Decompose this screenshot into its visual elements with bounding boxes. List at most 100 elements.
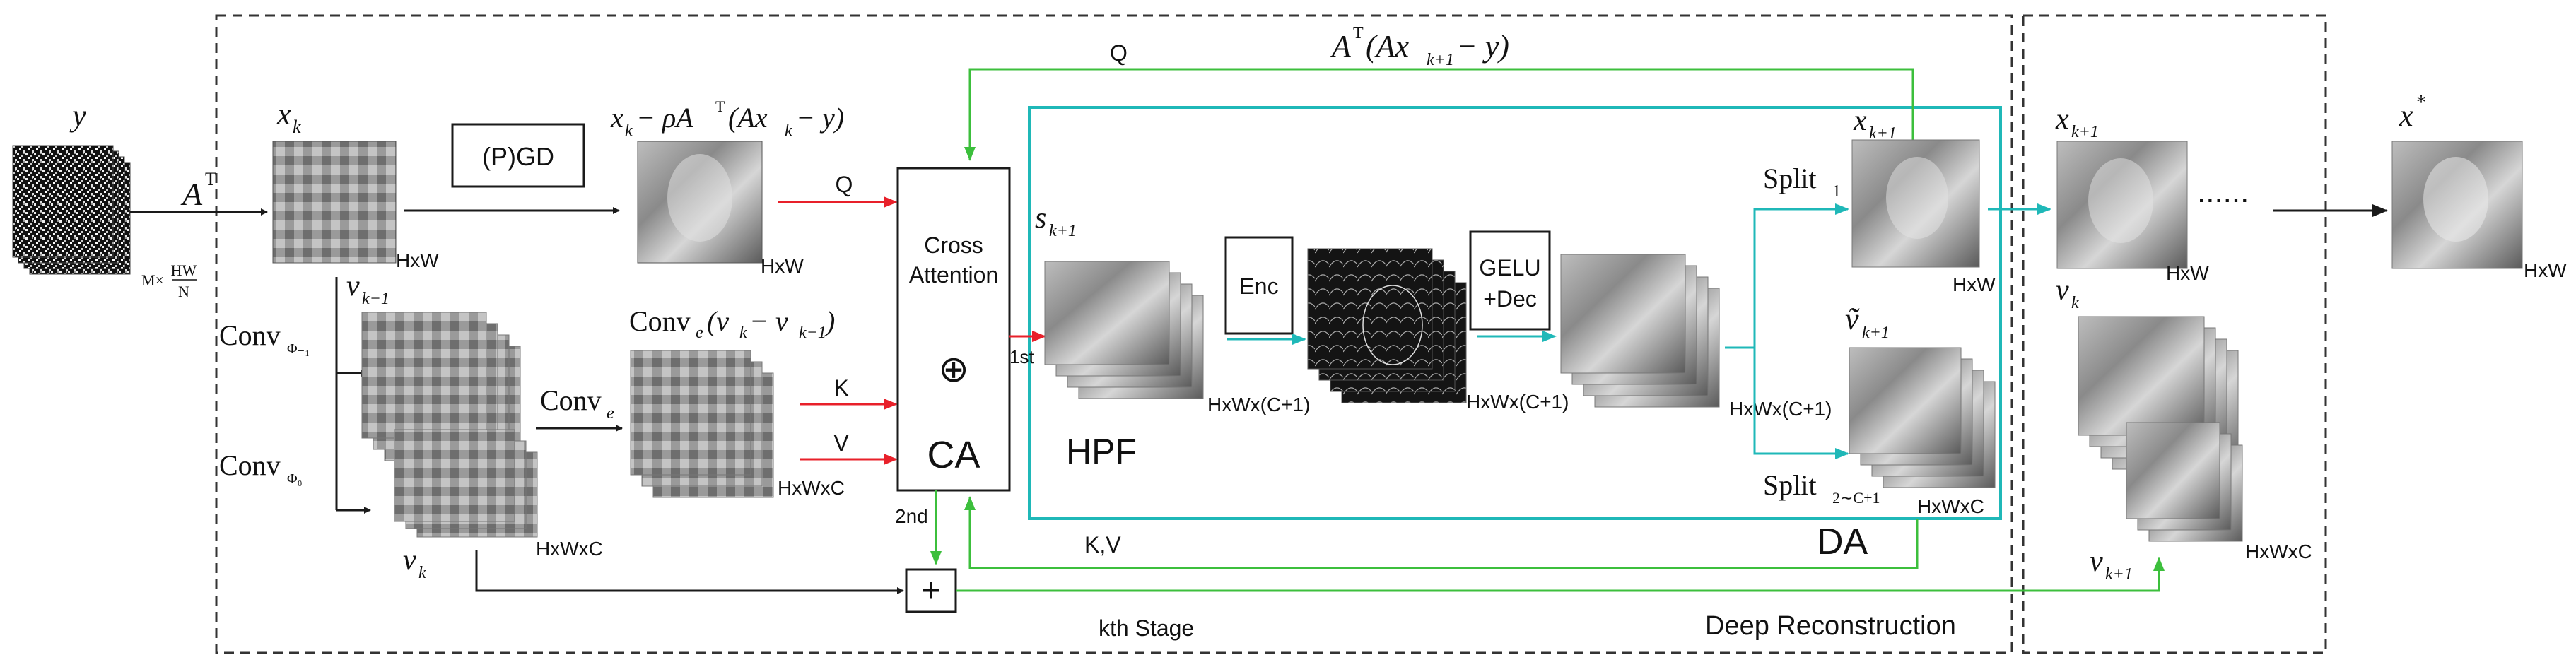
svg-text:): )	[824, 305, 835, 337]
vk-stack	[394, 429, 538, 538]
svg-text:x: x	[610, 102, 623, 134]
label-xstar: x	[2399, 98, 2413, 133]
label-split1-sub: 1	[1832, 182, 1841, 201]
label-conve: Conv	[540, 384, 602, 416]
svg-text:Conv: Conv	[629, 305, 691, 337]
vk1-right-stack	[2126, 422, 2243, 542]
label-vtilde-sub: k+1	[1862, 324, 1890, 342]
svg-text:T: T	[1353, 24, 1364, 42]
label-hxw-1: HxW	[396, 249, 439, 271]
svg-text:k+1: k+1	[1427, 51, 1454, 69]
label-vk-sub: k	[418, 564, 426, 582]
label-kth-stage: kth Stage	[1099, 615, 1194, 641]
arrow-add-to-vk1	[956, 557, 2165, 592]
vtilde-stack	[1849, 347, 1996, 488]
label-hxwxc-3: HxWxC	[1917, 495, 1984, 517]
deep-reconstruction-frame	[215, 14, 2013, 654]
label-split1: Split	[1763, 163, 1817, 194]
label-enc: Enc	[1239, 273, 1278, 299]
svg-text:(Ax: (Ax	[728, 102, 768, 134]
label-pgd: (P)GD	[482, 142, 554, 171]
arrow-split1	[1753, 203, 1849, 348]
svg-text:T: T	[715, 98, 725, 115]
label-hxw-5: HxW	[2524, 259, 2567, 281]
label-2nd: 2nd	[895, 505, 928, 527]
label-kv-green: K,V	[1084, 532, 1121, 557]
svg-text:− ρA: − ρA	[636, 102, 693, 134]
label-conv-phi0-sub: Φ₀	[287, 471, 303, 487]
vk-minus1-stack	[361, 312, 521, 473]
label-hxwxc-1: HxWxC	[536, 538, 603, 560]
label-ca-title: Cross	[924, 232, 983, 258]
ca-plus-icon: ⊕	[938, 349, 969, 390]
svg-text:(v: (v	[707, 305, 729, 337]
gelu-dec-box	[1469, 230, 1551, 331]
label-ca-title2: Attention	[909, 262, 998, 288]
xk1-right-face	[2088, 158, 2153, 243]
svg-text:k: k	[739, 324, 747, 342]
label-vk-right-sub: k	[2071, 294, 2079, 312]
label-AT: A	[180, 176, 203, 212]
label-conv-phi1: Conv	[219, 319, 281, 351]
label-vk: v	[403, 544, 416, 577]
label-conve-sub: e	[607, 404, 614, 423]
xk1-face-shape	[1886, 157, 1948, 239]
label-sk1: s	[1035, 202, 1046, 235]
label-vtilde: ṽ	[1845, 302, 1860, 336]
svg-text:− v: − v	[749, 305, 788, 337]
label-vk1: v	[346, 270, 360, 302]
label-xk1-right-sub: k+1	[2071, 123, 2099, 141]
label-hxwxc-4: HxWxC	[2245, 541, 2312, 562]
label-conv-phi1-sub: Φ₋₁	[287, 341, 310, 357]
sk1-stack	[1044, 261, 1204, 399]
label-y: y	[69, 98, 86, 133]
label-vk1-sub: k−1	[362, 290, 390, 308]
grad-face-shape	[667, 154, 732, 242]
svg-text:(Ax: (Ax	[1366, 29, 1410, 64]
da-module-box	[1028, 106, 2002, 520]
label-da: DA	[1817, 521, 1868, 562]
measurement-stack	[12, 145, 131, 275]
label-AT-sup: T	[205, 169, 216, 189]
label-dec: +Dec	[1483, 286, 1537, 312]
label-vk1-right: v	[2090, 545, 2103, 578]
label-q-green: Q	[1110, 40, 1128, 66]
label-dots: ......	[2197, 175, 2249, 209]
svg-text:e: e	[696, 324, 703, 342]
label-hxwxc-2: HxWxC	[778, 477, 845, 499]
conve-expression: Conv e (v k − v k−1 )	[629, 305, 835, 342]
svg-text:k: k	[785, 122, 792, 140]
label-N: N	[178, 283, 189, 300]
label-q-red: Q	[836, 172, 853, 197]
label-xk: x	[276, 97, 291, 131]
label-HW: HW	[171, 261, 197, 279]
add-node	[905, 568, 957, 613]
label-xstar-sup: *	[2416, 92, 2426, 114]
add-node-plus-icon: +	[921, 572, 941, 610]
label-conv-phi0: Conv	[219, 449, 281, 481]
label-xk1-out-sub: k+1	[1869, 124, 1897, 143]
label-ca-short: CA	[927, 434, 980, 476]
arrow-split2	[1753, 348, 1849, 459]
xstar-face-shape	[2423, 157, 2488, 242]
label-hxwxc1-2: HxWx(C+1)	[1466, 391, 1569, 413]
conve-output-stack	[630, 350, 774, 498]
label-hxw-4: HxW	[2166, 262, 2209, 284]
label-hxw-2: HxW	[761, 255, 804, 277]
label-sk1-sub: k+1	[1049, 222, 1077, 240]
label-vk1-right-sub: k+1	[2105, 565, 2133, 584]
top-gradient-expression: A T (Ax k+1 − y)	[1330, 24, 1509, 69]
svg-text:− y): − y)	[796, 102, 844, 134]
svg-text:− y): − y)	[1456, 29, 1509, 64]
enc-box	[1224, 236, 1294, 335]
label-xk1-out: x	[1853, 105, 1867, 137]
label-deep-recon: Deep Reconstruction	[1705, 611, 1956, 641]
next-stage-frame	[2022, 14, 2327, 654]
label-v-red: V	[833, 430, 849, 456]
label-split2: Split	[1763, 469, 1817, 501]
pgd-box	[451, 123, 585, 188]
label-hxwxc1-3: HxWx(C+1)	[1729, 398, 1832, 420]
arrow-q-feedback	[964, 68, 1914, 161]
label-vk-right: v	[2056, 274, 2069, 307]
